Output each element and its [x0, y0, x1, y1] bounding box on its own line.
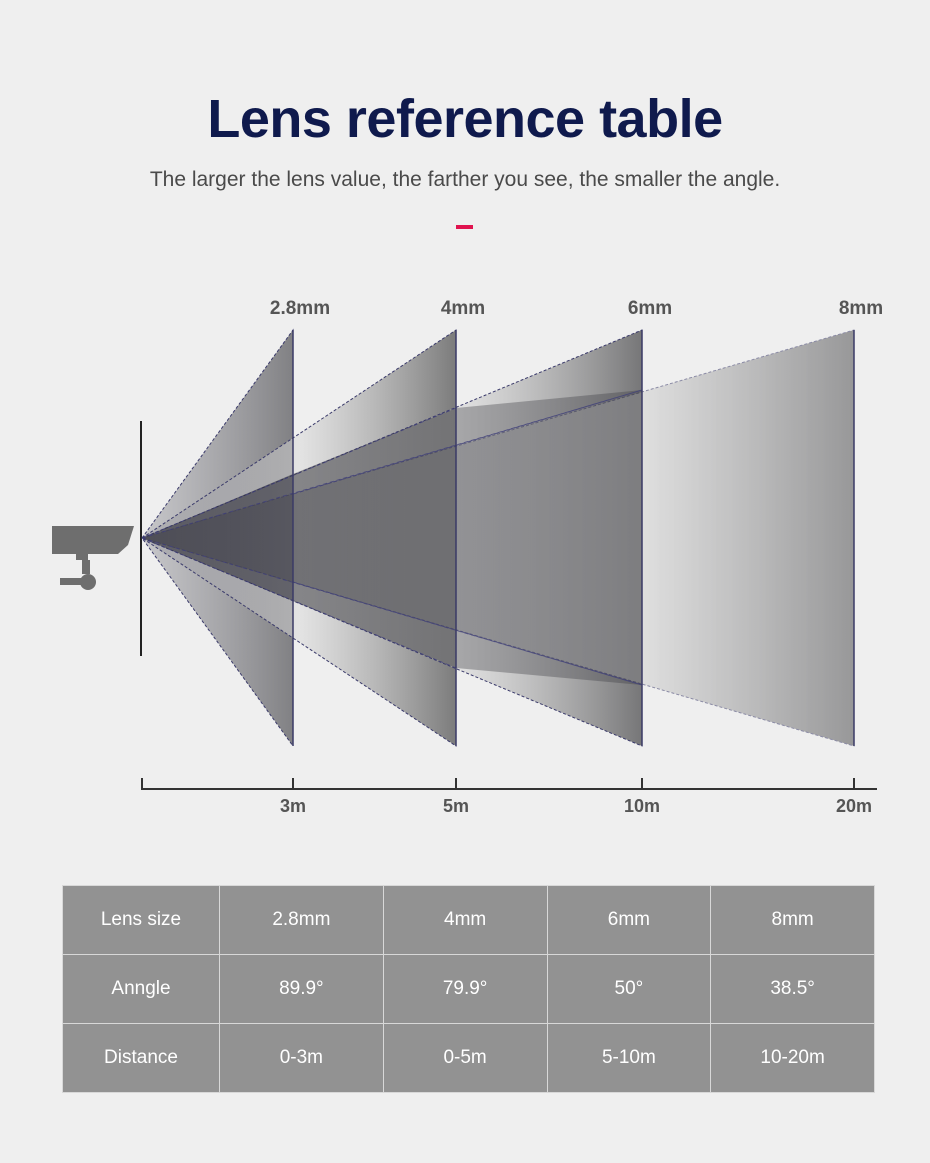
lens-angle-diagram: 2.8mm 4mm 6mm 8mm 3m 5m 10m 20m: [52, 298, 883, 816]
lens-label: 4mm: [441, 298, 485, 319]
row-header: Lens size: [62, 885, 220, 955]
lens-label: 2.8mm: [270, 298, 330, 319]
distance-label: 10m: [624, 796, 660, 816]
overlap-far: [456, 390, 642, 685]
table-cell: 79.9°: [382, 954, 548, 1024]
row-header: Anngle: [62, 954, 220, 1024]
table-cell: 4mm: [382, 885, 548, 955]
table-cell: 6mm: [546, 885, 712, 955]
distance-label: 20m: [836, 796, 872, 816]
lens-label: 8mm: [839, 298, 883, 319]
distance-axis: [141, 778, 877, 790]
table-cell: 8mm: [710, 885, 875, 955]
table-cell: 89.9°: [219, 954, 384, 1024]
camera-icon: [52, 526, 134, 590]
table-cell: 50°: [546, 954, 712, 1024]
table-row: Distance 0-3m 0-5m 5-10m 10-20m: [62, 1023, 875, 1093]
fov-8mm: [140, 329, 855, 747]
table-cell: 0-3m: [219, 1023, 384, 1093]
table-cell: 2.8mm: [219, 885, 384, 955]
lens-reference-table: Lens size 2.8mm 4mm 6mm 8mm Anngle 89.9°…: [62, 885, 875, 1093]
table-row: Anngle 89.9° 79.9° 50° 38.5°: [62, 954, 875, 1024]
page-subtitle: The larger the lens value, the farther y…: [149, 168, 781, 191]
fov-guides: [141, 389, 643, 686]
overlap-mid: [293, 408, 456, 668]
table-row: Lens size 2.8mm 4mm 6mm 8mm: [62, 885, 875, 955]
distance-label: 3m: [280, 796, 306, 816]
distance-label: 5m: [443, 796, 469, 816]
table-cell: 0-5m: [382, 1023, 548, 1093]
page-title: Lens reference table: [207, 89, 723, 149]
projection-planes: [292, 330, 855, 746]
lens-label: 6mm: [628, 298, 672, 319]
row-header: Distance: [62, 1023, 220, 1093]
table-cell: 38.5°: [710, 954, 875, 1024]
table-cell: 5-10m: [546, 1023, 712, 1093]
accent-bar: [456, 225, 473, 229]
table-cell: 10-20m: [710, 1023, 875, 1093]
overlap-core: [142, 474, 293, 601]
